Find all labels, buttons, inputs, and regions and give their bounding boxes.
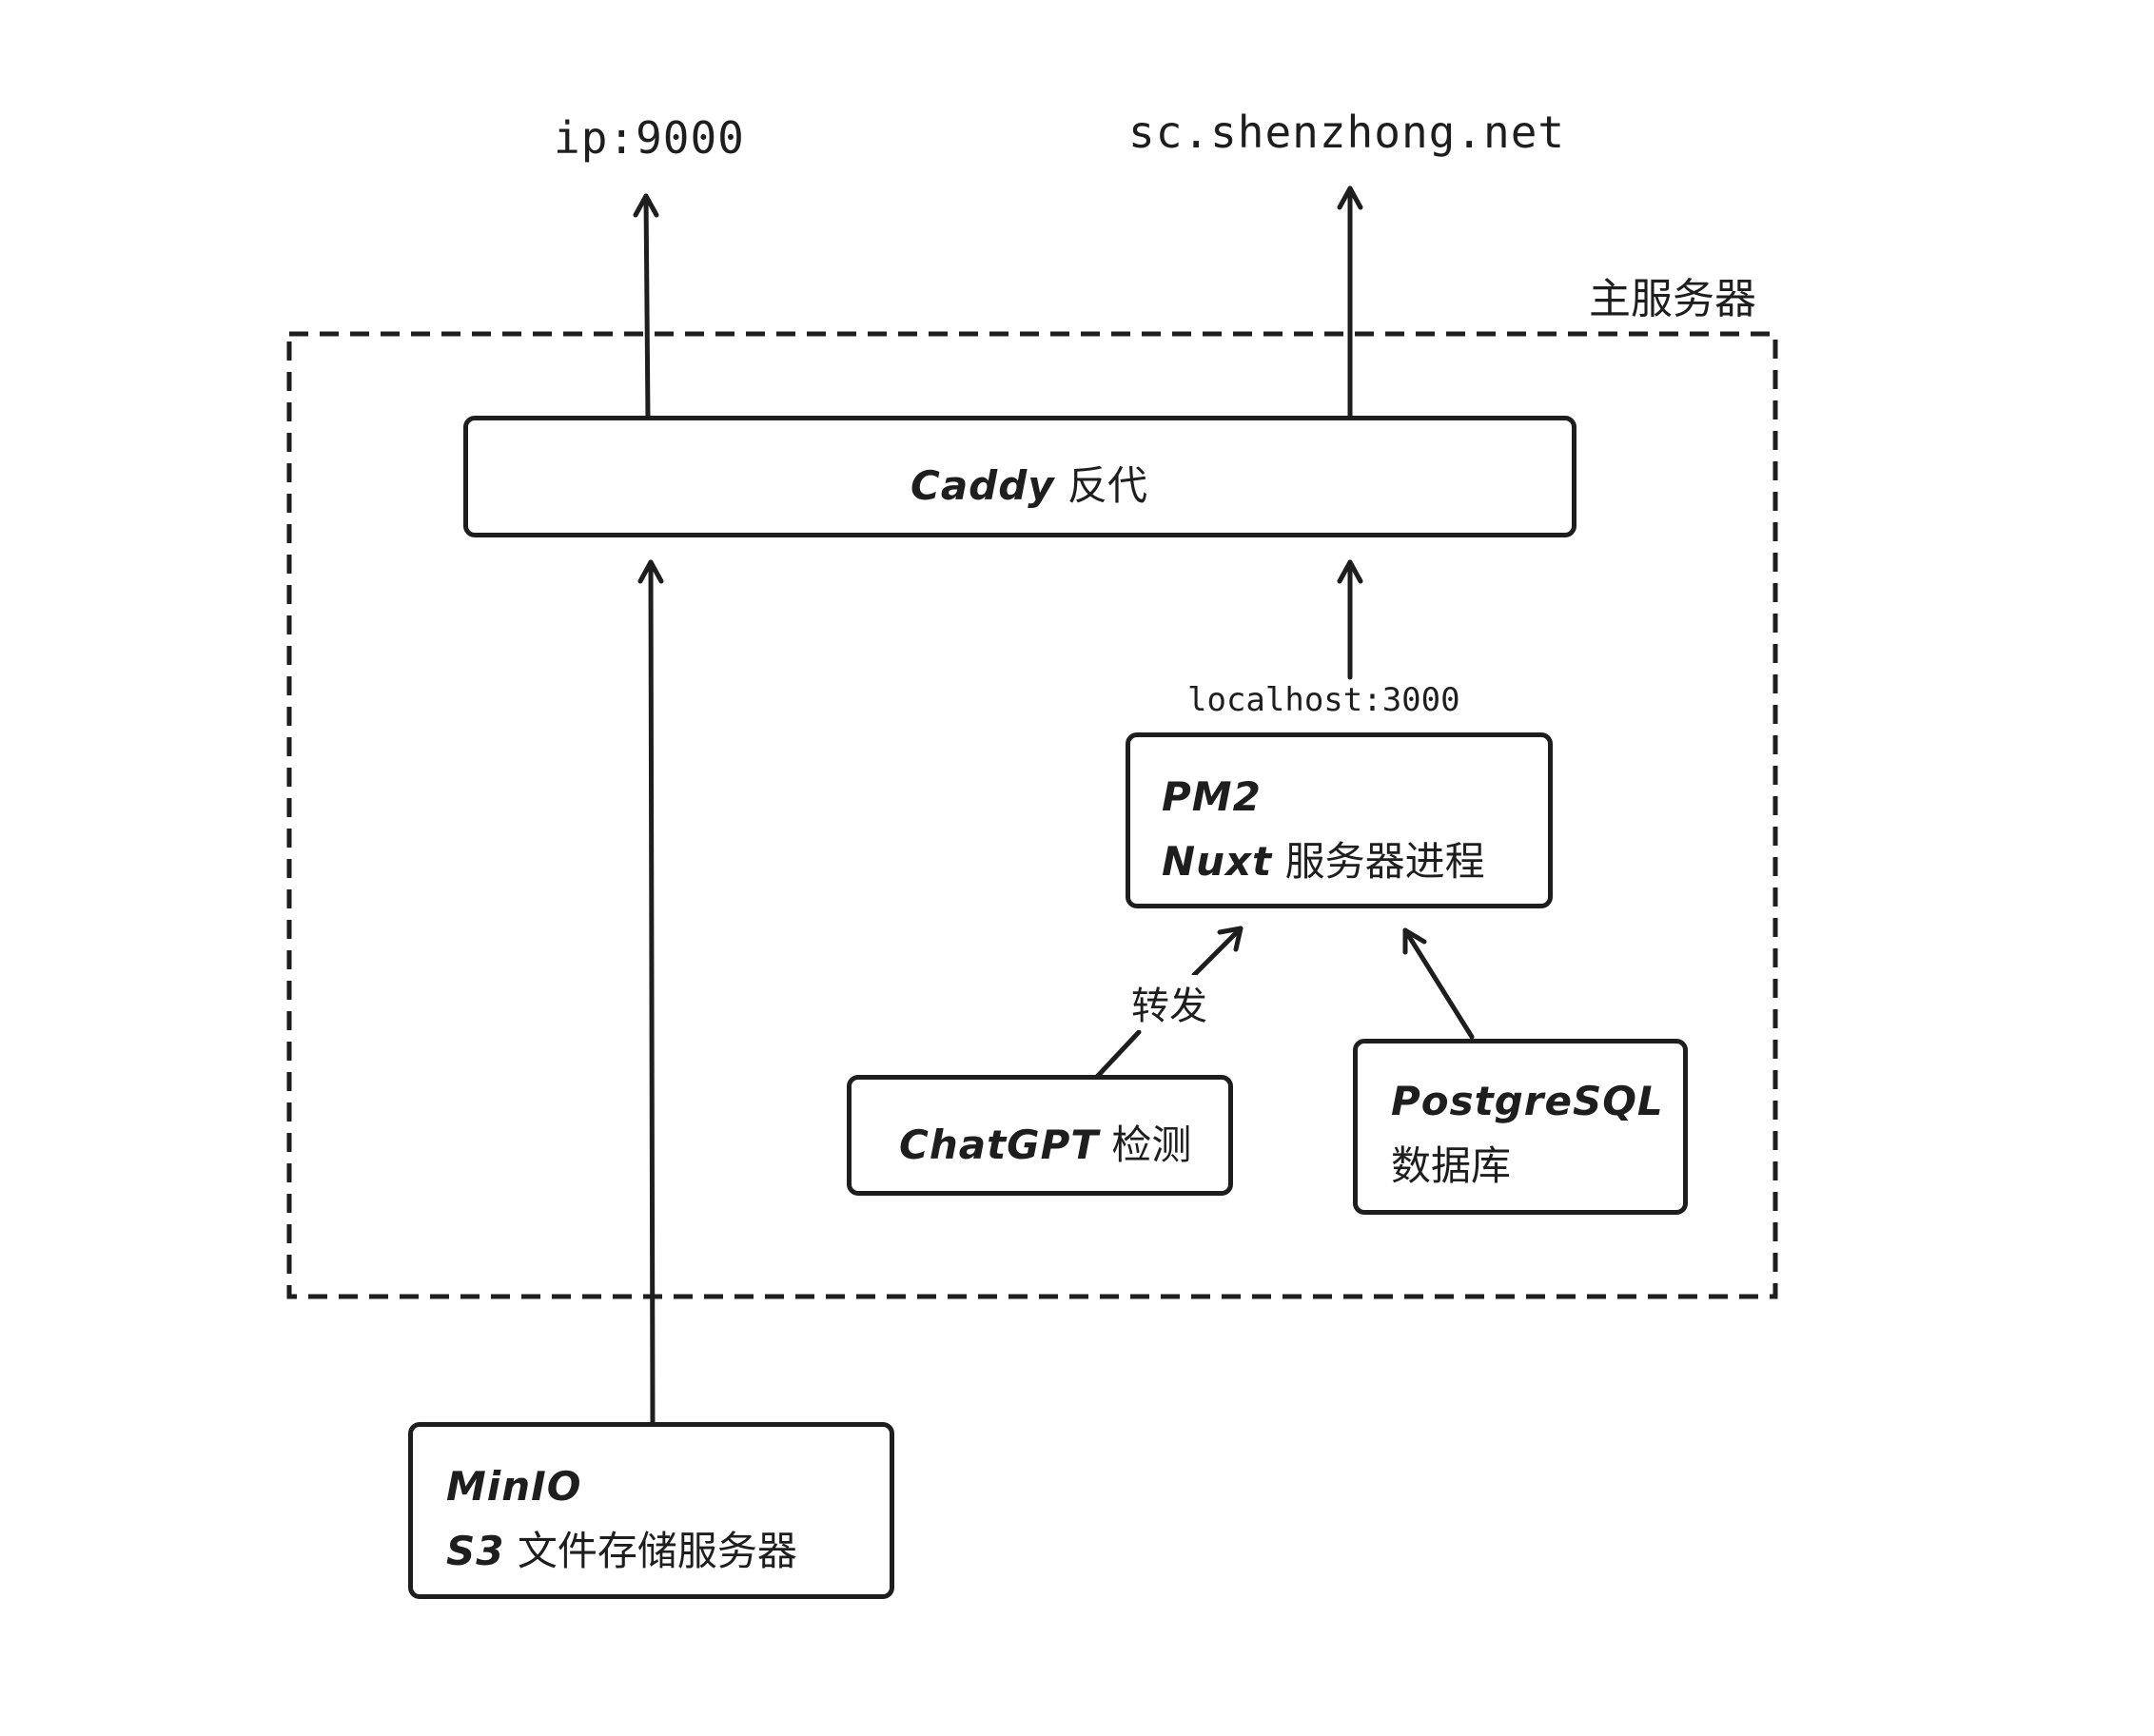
pm2-title: PM2: [1162, 773, 1262, 820]
pm2-desc: 服务器进程: [1284, 838, 1485, 885]
chatgpt-node[interactable]: ChatGPT 检测: [847, 1075, 1233, 1196]
caddy-node[interactable]: Caddy 反代: [463, 416, 1576, 537]
minio-node[interactable]: MinIO S3 文件存储服务器: [408, 1422, 894, 1599]
arrow-caddy-to-domain: [1337, 185, 1363, 421]
caddy-desc: 反代: [1067, 462, 1148, 509]
chatgpt-label: ChatGPT 检测: [899, 1113, 1191, 1171]
postgres-node[interactable]: PostgreSQL 数据库: [1353, 1039, 1688, 1215]
chatgpt-desc: 检测: [1111, 1122, 1192, 1168]
arrow-postgres-to-pm2: [1402, 927, 1475, 1040]
endpoint-ip: ip:9000: [554, 112, 745, 164]
arrow-chatgpt-to-pm2: [1093, 926, 1243, 1081]
pm2-node[interactable]: PM2 Nuxt 服务器进程: [1126, 732, 1553, 908]
arrow-pm2-to-caddy: [1337, 559, 1363, 680]
caddy-label: Caddy 反代: [911, 454, 1147, 512]
postgres-desc: 数据库: [1391, 1142, 1512, 1189]
minio-desc: 文件存储服务器: [517, 1528, 797, 1574]
minio-title: MinIO: [446, 1463, 582, 1510]
arrow-caddy-to-ip: [633, 193, 659, 421]
arrow-minio-to-caddy: [637, 559, 664, 1428]
pm2-subtitle: Nuxt 服务器进程: [1162, 829, 1485, 888]
endpoint-domain: sc.shenzhong.net: [1128, 107, 1566, 158]
minio-name: S3: [446, 1528, 505, 1574]
forward-edge-label: 转发: [1126, 975, 1213, 1030]
postgres-name: PostgreSQL: [1391, 1078, 1664, 1124]
main-server-boundary: [286, 331, 1778, 1299]
pm2-port-label: localhost:3000: [1187, 681, 1460, 719]
chatgpt-name: ChatGPT: [899, 1122, 1100, 1168]
caddy-name: Caddy: [911, 462, 1055, 509]
main-server-label: 主服务器: [1589, 275, 1756, 323]
minio-subtitle: S3 文件存储服务器: [446, 1519, 797, 1577]
pm2-name: Nuxt: [1162, 838, 1273, 885]
